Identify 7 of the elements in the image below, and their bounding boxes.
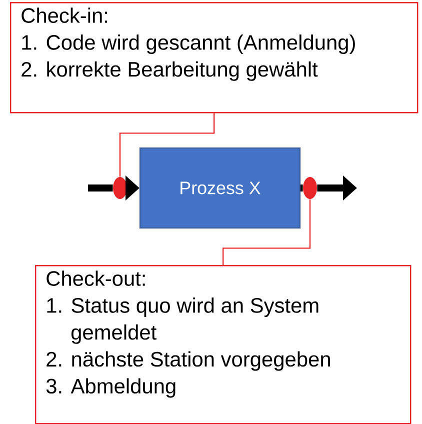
leader-line (119, 113, 215, 177)
connection-dot (113, 177, 127, 199)
callout-box: Check-out: 1. Status quo wird an System gemeldet 2. nächste Station vorgegeben 3. Abmeldung (35, 265, 412, 424)
callout-box: Check-in: 1. Code wird gescannt (Anmeldung) 2. korrekte Bearbeitung gewählt (10, 2, 418, 114)
connection-dot (303, 177, 317, 199)
leader-line (222, 199, 311, 265)
process-box: Prozess X (140, 148, 300, 228)
